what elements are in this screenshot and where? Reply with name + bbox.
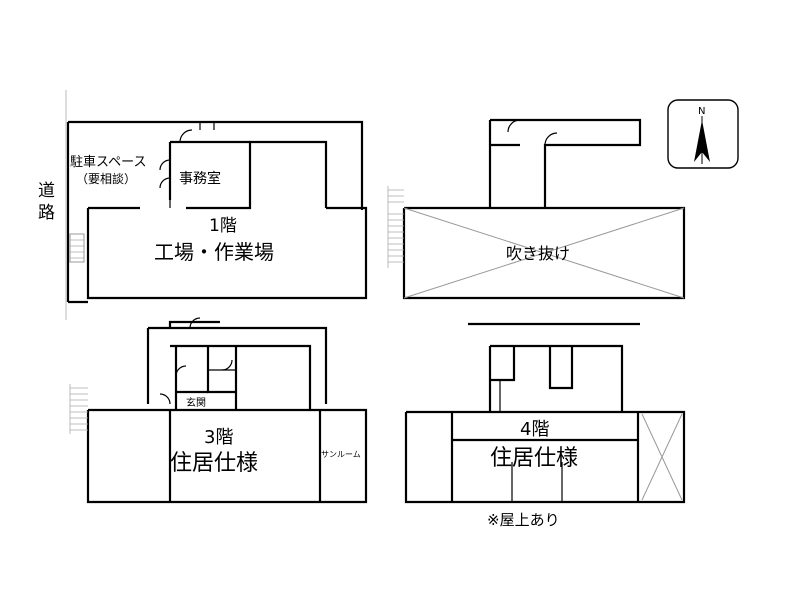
door-swing-icon xyxy=(159,159,171,171)
door-swing-icon xyxy=(179,129,193,143)
floor-3-name: 3階 xyxy=(204,427,233,448)
stair-icon xyxy=(387,186,404,268)
floor-1-plan xyxy=(65,90,368,320)
stair-icon xyxy=(69,233,85,263)
floor-2-atrium-plan xyxy=(387,118,686,300)
floor-1-use: 工場・作業場 xyxy=(154,240,274,264)
floor-3-plan xyxy=(69,317,368,504)
door-swing-icon xyxy=(159,393,171,405)
stair-icon xyxy=(69,384,88,434)
road-label-2: 路 xyxy=(38,203,55,223)
door-swing-icon xyxy=(159,177,171,189)
floor-4-name: 4階 xyxy=(520,419,549,440)
floor-3-use: 住居仕様 xyxy=(170,451,258,476)
labels: 道 路 駐車スペース （要相談） 事務室 1階 工場・作業場 吹き抜け 玄関 3… xyxy=(38,106,705,529)
sunroom-label: サンルーム xyxy=(321,450,361,459)
parking-note: （要相談） xyxy=(76,171,136,186)
parking-label: 駐車スペース xyxy=(70,155,146,170)
door-swing-icon xyxy=(189,317,201,329)
office-label: 事務室 xyxy=(179,170,221,187)
door-swing-icon xyxy=(221,359,233,371)
door-swing-icon xyxy=(507,119,521,133)
north-label: N xyxy=(698,106,705,117)
compass-north-icon xyxy=(667,99,739,169)
entrance-label: 玄関 xyxy=(186,396,206,409)
floor-4-use: 住居仕様 xyxy=(490,446,578,471)
atrium-label: 吹き抜け xyxy=(506,244,570,263)
floor-4-plan xyxy=(404,322,686,504)
floor-1-name: 1階 xyxy=(209,216,237,236)
door-swing-icon xyxy=(544,132,558,146)
road-label-1: 道 xyxy=(38,181,55,201)
door-swing-icon xyxy=(175,365,187,377)
rooftop-note: ※屋上あり xyxy=(487,511,560,529)
